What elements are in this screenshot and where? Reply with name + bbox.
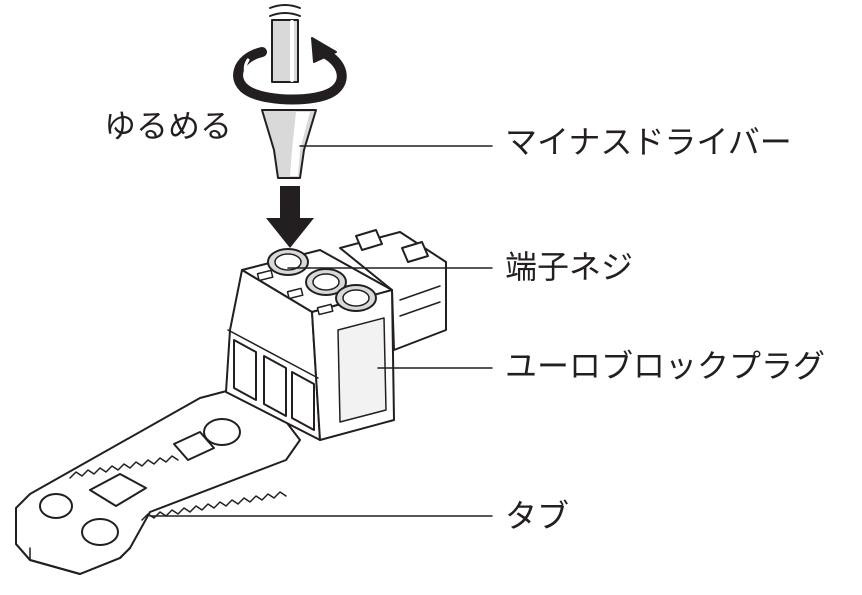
euroblock-plug: [225, 229, 447, 441]
down-arrow-icon: [266, 186, 314, 248]
loosen-label: ゆるめる: [104, 107, 233, 145]
counterclockwise-rotation-arrow-icon: [233, 37, 347, 105]
screwdriver: [261, 4, 317, 179]
screwdriver-label: マイナスドライバー: [505, 123, 792, 161]
euroblock-plug-label: ユーロブロックプラグ: [505, 347, 826, 385]
callout-lines: [149, 145, 493, 517]
tab: [15, 387, 301, 575]
tab-label: タブ: [505, 497, 570, 535]
terminal-screw-label: 端子ネジ: [505, 248, 634, 286]
